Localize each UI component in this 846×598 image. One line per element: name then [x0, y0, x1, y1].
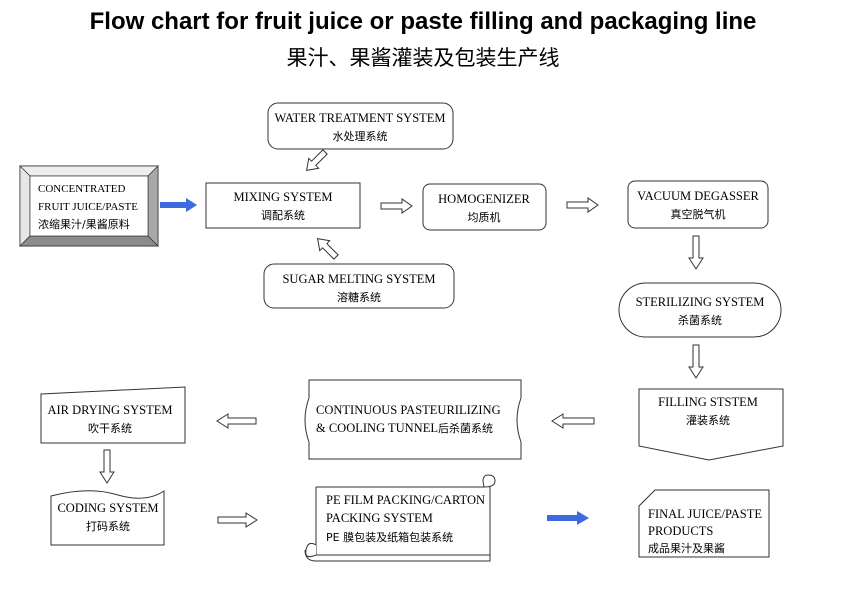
filling-label: FILLING STSTEM	[658, 395, 758, 409]
raw-label-zh: 浓缩果汁/果酱原料	[38, 217, 130, 231]
final-label-zh: 成品果汁及果酱	[648, 541, 725, 555]
raw-label-1: CONCENTRATED	[38, 183, 125, 195]
water-label-zh: 水处理系统	[333, 130, 388, 143]
sterilizing-label: STERILIZING SYSTEM	[636, 295, 765, 309]
node-mixing-system: MIXING SYSTEM 调配系统	[205, 182, 361, 229]
arrow-degasser-to-sterilizing	[688, 235, 704, 270]
node-final-products: FINAL JUICE/PASTE PRODUCTS 成品果汁及果酱	[638, 489, 770, 558]
tunnel-label-zh: 后杀菌系统	[438, 421, 493, 435]
node-filling-system: FILLING STSTEM 灌装系统	[638, 388, 784, 461]
tunnel-label-2: & COOLING TUNNEL	[316, 421, 438, 435]
coding-label-zh: 打码系统	[86, 519, 130, 533]
node-vacuum-degasser: VACUUM DEGASSER 真空脱气机	[627, 180, 769, 229]
water-label: WATER TREATMENT SYSTEM	[274, 111, 445, 125]
arrow-pe-to-final	[547, 511, 589, 525]
node-homogenizer: HOMOGENIZER 均质机	[422, 183, 547, 231]
coding-label: CODING SYSTEM	[57, 501, 158, 515]
final-label-2: PRODUCTS	[648, 524, 713, 538]
degasser-label: VACUUM DEGASSER	[637, 189, 759, 203]
arrow-water-to-mixing	[305, 149, 328, 172]
node-water-treatment: WATER TREATMENT SYSTEM 水处理系统	[267, 102, 454, 150]
node-sterilizing-system: STERILIZING SYSTEM 杀菌系统	[618, 282, 782, 338]
mixing-label-zh: 调配系统	[261, 209, 305, 222]
airdry-label: AIR DRYING SYSTEM	[47, 403, 172, 417]
pe-label-1: PE FILM PACKING/CARTON	[326, 493, 485, 507]
chart-subtitle: 果汁、果酱灌装及包装生产线	[286, 46, 560, 70]
homogenizer-label-zh: 均质机	[468, 210, 501, 224]
homogenizer-label: HOMOGENIZER	[438, 192, 530, 206]
arrow-tunnel-to-airdrying	[216, 413, 257, 429]
node-pasteurizing-tunnel: CONTINUOUS PASTEURILIZING & COOLING TUNN…	[304, 379, 522, 460]
airdry-label-zh: 吹干系统	[88, 422, 132, 435]
node-coding-system: CODING SYSTEM 打码系统	[50, 490, 165, 546]
arrow-raw-to-mixing	[160, 198, 197, 212]
chart-title: Flow chart for fruit juice or paste fill…	[89, 8, 757, 35]
final-label-1: FINAL JUICE/PASTE	[648, 507, 762, 521]
pe-label-2: PACKING SYSTEM	[326, 511, 433, 525]
pe-label-zh: PE 膜包装及纸箱包装系统	[326, 530, 453, 544]
node-air-drying: AIR DRYING SYSTEM 吹干系统	[40, 386, 186, 444]
sterilizing-label-zh: 杀菌系统	[678, 313, 722, 327]
arrow-mixing-to-homogenizer	[380, 198, 413, 214]
raw-label-2: FRUIT JUICE/PASTE	[38, 201, 138, 213]
arrow-homogenizer-to-degasser	[566, 197, 599, 213]
filling-label-zh: 灌装系统	[686, 414, 730, 427]
node-raw-material: CONCENTRATED FRUIT JUICE/PASTE 浓缩果汁/果酱原料	[19, 165, 159, 247]
arrow-sterilizing-to-filling	[688, 344, 704, 379]
sugar-label-zh: 溶糖系统	[337, 290, 381, 304]
node-sugar-melting: SUGAR MELTING SYSTEM 溶糖系统	[263, 263, 455, 309]
node-pe-film-packing: PE FILM PACKING/CARTON PACKING SYSTEM PE…	[304, 474, 496, 562]
arrow-filling-to-tunnel	[551, 413, 595, 429]
tunnel-label-1: CONTINUOUS PASTEURILIZING	[316, 403, 501, 417]
degasser-label-zh: 真空脱气机	[671, 207, 726, 221]
arrow-coding-to-pe	[217, 512, 258, 528]
mixing-label: MIXING SYSTEM	[234, 190, 333, 204]
arrow-sugar-to-mixing	[316, 237, 339, 260]
sugar-label: SUGAR MELTING SYSTEM	[282, 272, 435, 286]
arrow-airdrying-to-coding	[99, 449, 115, 484]
